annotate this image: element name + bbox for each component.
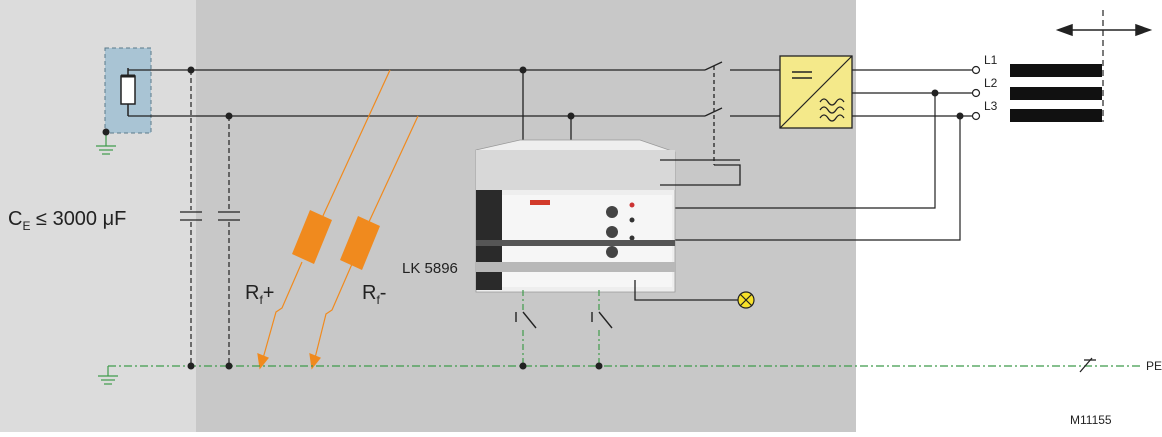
ce-subscript: E: [22, 219, 31, 233]
grid-boundary-arrow: [1055, 10, 1153, 122]
device-label: LK 5896: [402, 260, 458, 277]
ac-terminals: [971, 65, 981, 121]
pe-tick: [1079, 357, 1096, 373]
capacitance-label: CE ≤ 3000 μF: [8, 208, 126, 233]
ac-tap-dots: [931, 89, 964, 120]
pe-line: [98, 365, 1140, 385]
resistor-plus-body: [292, 210, 332, 264]
rf-plus-symbol: R: [245, 282, 260, 304]
phase-l2-label: L2: [984, 76, 998, 90]
phase-l1-label: L1: [984, 53, 998, 67]
rf-plus-sign: +: [262, 282, 275, 304]
alarm-lamp: [634, 280, 755, 309]
rf-plus-label: Rf+: [245, 282, 274, 307]
rf-minus-symbol: R: [362, 282, 377, 304]
grid-busbars: [1010, 64, 1102, 122]
phase-l3-label: L3: [984, 99, 998, 113]
fault-resistor-minus: [309, 115, 419, 370]
test-reset-buttons: [522, 290, 600, 366]
fault-resistor-plus: [257, 69, 391, 370]
zone-left-panel: [0, 0, 196, 432]
rf-plus-subscript: f: [259, 293, 263, 307]
pv-module: [104, 47, 152, 134]
ac-measurement-wires: [660, 93, 961, 241]
ac-phase-lines: [852, 69, 972, 117]
rf-minus-label: Rf-: [362, 282, 386, 307]
ce-symbol: C: [8, 208, 23, 230]
rf-minus-subscript: f: [376, 293, 380, 307]
pe-junction-dots: [187, 362, 603, 370]
resistor-minus-body: [340, 216, 380, 270]
pushbutton-contacts: [515, 311, 613, 329]
inverter: [779, 55, 853, 129]
rf-minus-sign: -: [379, 282, 387, 304]
pe-label: PE: [1146, 359, 1162, 373]
dc-bus-lines: [128, 69, 780, 117]
ce-value: ≤ 3000 μF: [36, 208, 127, 230]
earth-capacitors: [180, 70, 240, 366]
figure-id: M11155: [1070, 413, 1112, 427]
insulation-monitor-device: [475, 70, 740, 293]
dc-disconnect-switch: [704, 61, 741, 186]
